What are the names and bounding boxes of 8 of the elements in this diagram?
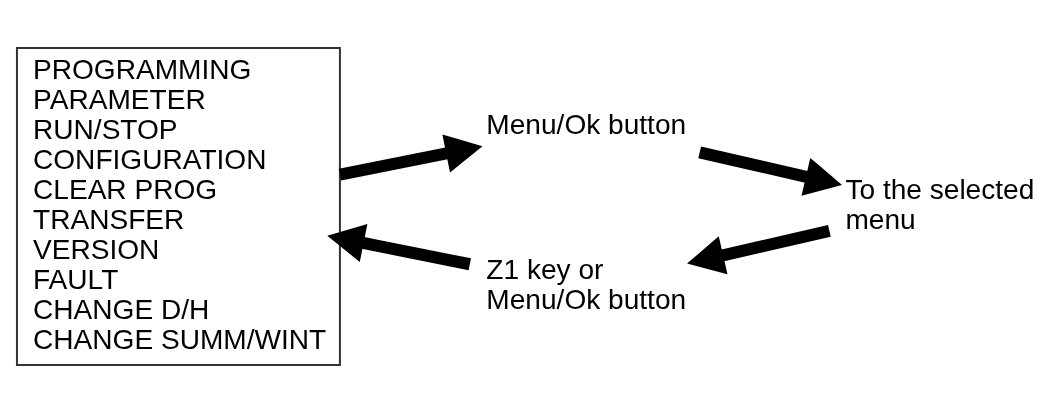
arrow [338, 133, 483, 181]
node-box: PROGRAMMING PARAMETER RUN/STOP CONFIGURATION CLEAR PROG TRANSFER VERSION FAULT CHANGE D/H CHANGE SUMM/WINT [15, 46, 341, 366]
arrow [327, 223, 471, 270]
node-text: Menu/Ok button [486, 108, 687, 140]
arrow [687, 224, 831, 274]
arrow [698, 145, 842, 196]
node-text: To the selected menu [845, 173, 1035, 235]
node-text: Z1 key or Menu/Ok button [486, 253, 687, 315]
